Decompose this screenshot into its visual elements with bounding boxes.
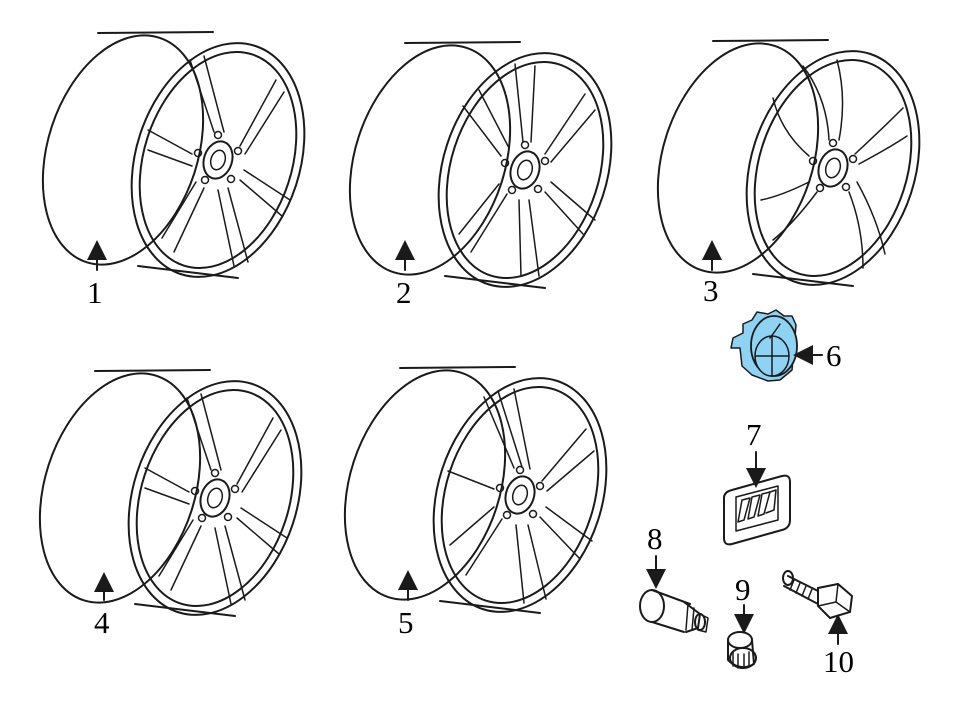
wheel-bolt-10	[782, 570, 854, 620]
callout-9: 9	[735, 572, 751, 607]
valve-stem-8	[639, 589, 709, 633]
badge-7	[723, 474, 791, 546]
valve-cap-9	[727, 631, 757, 669]
callout-8: 8	[647, 521, 663, 556]
wheel-1	[14, 13, 335, 301]
wheel-4	[11, 351, 332, 639]
callout-7: 7	[746, 417, 762, 452]
wheel-2	[321, 23, 642, 311]
callout-6: 6	[826, 338, 842, 373]
wheel-3	[629, 21, 950, 309]
callout-10: 10	[823, 644, 854, 679]
wheel-5	[316, 348, 637, 636]
callout-3: 3	[703, 273, 719, 308]
center-cap-6	[730, 309, 798, 382]
callout-1: 1	[87, 275, 103, 310]
callout-4: 4	[94, 605, 110, 640]
callout-5: 5	[398, 605, 414, 640]
callout-2: 2	[396, 275, 412, 310]
